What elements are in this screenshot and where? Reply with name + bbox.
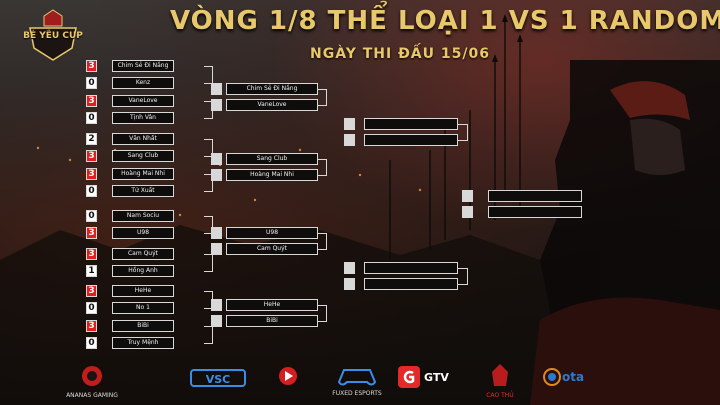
player-name: Hoàng Mai Nhi — [226, 169, 318, 181]
score-box: 3 — [86, 227, 97, 239]
player-name — [364, 118, 458, 130]
score-box — [211, 315, 222, 327]
bracket-connector — [318, 159, 327, 176]
sponsor-1-label: ANANAS GAMING — [66, 392, 118, 399]
player-name: BiBi — [226, 315, 318, 327]
score-box — [462, 206, 473, 218]
score-box: 3 — [86, 60, 97, 72]
score-box: 3 — [86, 95, 97, 107]
score-box — [344, 278, 355, 290]
score-box — [344, 134, 355, 146]
score-box — [211, 153, 222, 165]
sponsor-3 — [268, 362, 308, 402]
sponsor-7-label: ota — [562, 370, 585, 384]
score-box — [211, 243, 222, 255]
vsc-logo-icon — [190, 369, 246, 387]
player-name: VaneLove — [112, 95, 174, 107]
warrior-logo-icon — [492, 364, 508, 386]
player-name: Văn Nhất — [112, 133, 174, 145]
player-name — [364, 278, 458, 290]
player-name — [364, 262, 458, 274]
score-box — [462, 190, 473, 202]
player-name — [488, 206, 582, 218]
sponsor-1: ANANAS GAMING — [62, 362, 122, 402]
bracket-connector — [458, 268, 468, 285]
score-box — [211, 299, 222, 311]
sponsor-2: VSC — [185, 362, 251, 402]
sponsor-6-label: CAO THỦ — [486, 392, 514, 399]
score-box — [211, 99, 222, 111]
red-shield-logo-icon — [82, 366, 102, 386]
gamepad-logo-icon — [337, 369, 377, 386]
player-name: Hoàng Mai Nhi — [112, 168, 174, 180]
sponsor-5-label: GTV — [424, 371, 449, 384]
score-box: 3 — [86, 285, 97, 297]
player-name: VaneLove — [226, 99, 318, 111]
player-name: Cam Quýt — [226, 243, 318, 255]
player-name: Nam Sociu — [112, 210, 174, 222]
player-name: U98 — [226, 227, 318, 239]
bracket-connector — [204, 216, 213, 234]
score-box: 0 — [86, 302, 97, 314]
bracket-connector — [204, 326, 213, 344]
player-name: No 1 — [112, 302, 174, 314]
player-name: Tử Xuất — [112, 185, 174, 197]
player-name: Sang Club — [112, 150, 174, 162]
score-box: 0 — [86, 77, 97, 89]
bracket-connector — [318, 89, 327, 106]
page-subtitle: NGÀY THI ĐẤU 15/06 — [310, 46, 490, 62]
sponsor-7: ota — [540, 362, 590, 402]
play-circle-logo-icon — [279, 367, 297, 385]
be-yeu-cup-logo — [29, 9, 77, 61]
bracket-connector — [204, 139, 213, 157]
bracket-connector — [204, 174, 213, 192]
score-box: 3 — [86, 320, 97, 332]
score-box — [211, 227, 222, 239]
sponsor-4: FUXED ESPORTS — [332, 362, 382, 402]
player-name — [364, 134, 458, 146]
score-box: 0 — [86, 210, 97, 222]
player-name: Sang Club — [226, 153, 318, 165]
player-name: HeHe — [226, 299, 318, 311]
player-name: HeHe — [112, 285, 174, 297]
score-box: 3 — [86, 168, 97, 180]
player-name: Tịnh Vân — [112, 112, 174, 124]
score-box: 2 — [86, 133, 97, 145]
bracket-connector — [204, 254, 213, 272]
sponsor-bar: ANANAS GAMING VSC FUXED ESPORTS GTV CAO … — [0, 362, 720, 405]
score-box — [211, 83, 222, 95]
score-box — [344, 262, 355, 274]
sponsor-6: CAO THỦ — [478, 362, 522, 402]
sponsor-4-label: FUXED ESPORTS — [332, 390, 382, 397]
score-box: 3 — [86, 248, 97, 260]
bracket-connector — [318, 305, 327, 322]
player-name: U98 — [112, 227, 174, 239]
score-box: 0 — [86, 112, 97, 124]
bracket-connector — [318, 233, 327, 250]
player-name: Truy Mệnh — [112, 337, 174, 349]
score-box — [211, 169, 222, 181]
score-box — [344, 118, 355, 130]
bracket-connector — [204, 66, 213, 84]
score-box: 0 — [86, 337, 97, 349]
sponsor-2-label: VSC — [205, 373, 231, 386]
player-name: Chim Sẻ Đi Nắng — [112, 60, 174, 72]
player-name — [488, 190, 582, 202]
bracket-connector — [458, 124, 468, 141]
score-box: 3 — [86, 150, 97, 162]
player-name: BiBi — [112, 320, 174, 332]
score-box: 0 — [86, 185, 97, 197]
gtv-logo-icon — [398, 366, 420, 388]
player-name: Hồng Anh — [112, 265, 174, 277]
player-name: Cam Quýt — [112, 248, 174, 260]
page-title: VÒNG 1/8 THỂ LOẠI 1 VS 1 RANDOM — [170, 6, 720, 36]
sponsor-5: GTV — [398, 362, 460, 402]
ota-logo-icon — [543, 368, 561, 386]
score-box: 1 — [86, 265, 97, 277]
player-name: Chim Sẻ Đi Nắng — [226, 83, 318, 95]
roman-soldier-illustration — [530, 60, 720, 405]
logo-text: BÉ YÊU CUP — [23, 31, 83, 41]
player-name: Kenz — [112, 77, 174, 89]
